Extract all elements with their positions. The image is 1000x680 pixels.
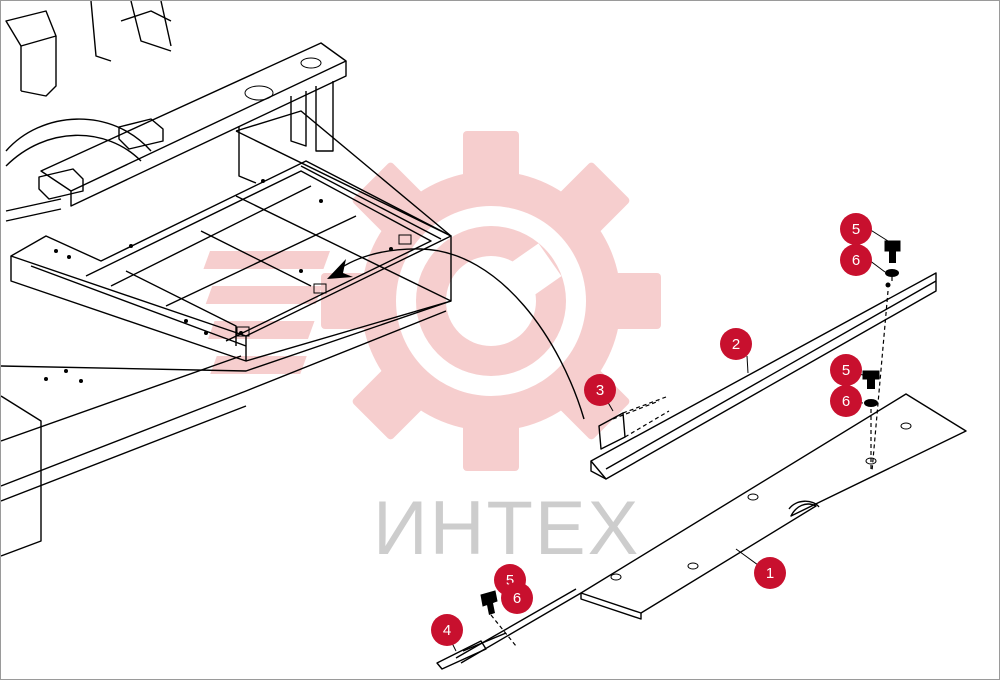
callout-6-middle-label: 6: [842, 393, 850, 410]
callout-5-middle: 5: [830, 354, 862, 386]
callout-6-top: 6: [840, 244, 872, 276]
callout-5-top: 5: [840, 213, 872, 245]
callout-5-middle-label: 5: [842, 362, 850, 379]
install-direction-arrow: [327, 248, 585, 420]
callout-2-label: 2: [732, 336, 740, 353]
fastener-set-top: [871, 240, 901, 472]
callout-6-bottom: 6: [501, 582, 533, 614]
callout-balloons: 1 2 3 4 5 6 5 6: [431, 213, 872, 646]
watermark-gear-logo: ИНТЕХ: [203, 131, 661, 571]
part-3-clip: [598, 396, 670, 450]
part-4-bracket: [436, 632, 507, 670]
fastener-set-bottom: [480, 590, 517, 647]
callout-6-top-label: 6: [852, 252, 860, 269]
callout-4-label: 4: [443, 622, 451, 639]
fastener-set-middle: [862, 370, 880, 471]
callout-3-label: 3: [596, 382, 604, 399]
callout-5-bottom-label: 5: [506, 572, 514, 589]
callout-6-bottom-label: 6: [513, 590, 521, 607]
callout-1-label: 1: [766, 565, 774, 582]
callout-3: 3: [584, 374, 616, 406]
callout-5-top-label: 5: [852, 221, 860, 238]
callout-4: 4: [431, 614, 463, 646]
callout-1: 1: [754, 557, 786, 589]
callout-6-middle: 6: [830, 385, 862, 417]
callout-2: 2: [720, 328, 752, 360]
machine-frame: [1, 1, 452, 557]
part-2-angle-bar: [590, 272, 937, 480]
watermark-text: ИНТЕХ: [373, 486, 640, 571]
